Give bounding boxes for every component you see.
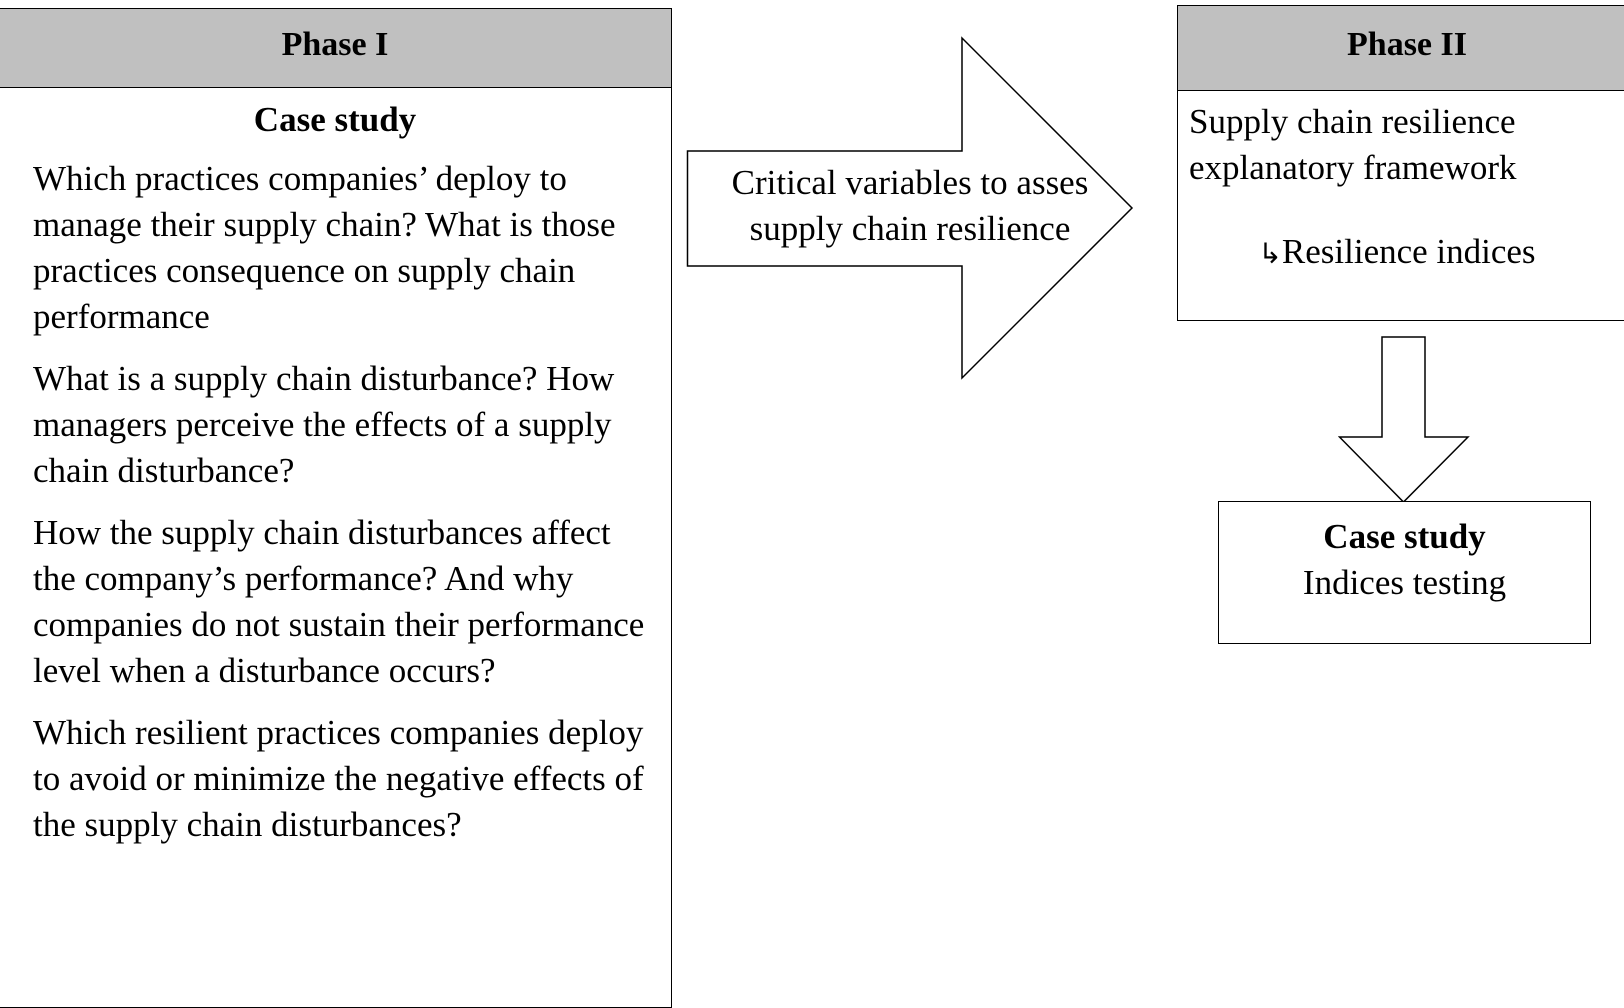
- phase-1-box: Phase I Case study Which practices compa…: [0, 8, 672, 1008]
- right-arrow-shape: [686, 36, 1134, 380]
- right-arrow-label-line-2: supply chain resilience: [749, 209, 1071, 248]
- case-study-box-title: Case study: [1323, 517, 1486, 556]
- phase-2-box: Phase II Supply chain resilience explana…: [1177, 5, 1624, 321]
- right-arrow-label-line-1: Critical variables to asses: [731, 163, 1089, 202]
- turn-right-arrow-icon: ↳: [1258, 237, 1282, 270]
- down-arrow-outline: [1338, 336, 1470, 504]
- case-study-box: Case study Indices testing: [1218, 501, 1591, 644]
- phase-1-question: How the supply chain disturbances affect…: [33, 513, 645, 690]
- phase-1-question: What is a supply chain disturbance? How …: [33, 359, 615, 490]
- phase-1-question: Which resilient practices companies depl…: [33, 713, 644, 844]
- phase-1-subtitle: Case study: [253, 100, 417, 139]
- phase-1-question: Which practices companies’ deploy to man…: [33, 159, 616, 336]
- phase-2-framework-line-1: Supply chain resilience: [1189, 102, 1516, 141]
- case-study-box-subtitle: Indices testing: [1302, 563, 1507, 602]
- phase-2-indices: ↳Resilience indices: [1178, 229, 1624, 277]
- phase-2-framework-text: Supply chain resilience explanatory fram…: [1178, 99, 1624, 191]
- phase-1-header: Phase I: [0, 9, 671, 88]
- down-arrow-shape: [1338, 336, 1470, 504]
- phase-1-question-list: Which practices companies’ deploy to man…: [0, 156, 671, 848]
- phase-2-framework-line-2: explanatory framework: [1189, 148, 1517, 187]
- right-arrow-outline: [686, 36, 1134, 380]
- phase-2-header: Phase II: [1178, 6, 1624, 91]
- phase-2-indices-label: Resilience indices: [1281, 232, 1536, 271]
- right-arrow-label: Critical variables to asses supply chain…: [700, 160, 1120, 252]
